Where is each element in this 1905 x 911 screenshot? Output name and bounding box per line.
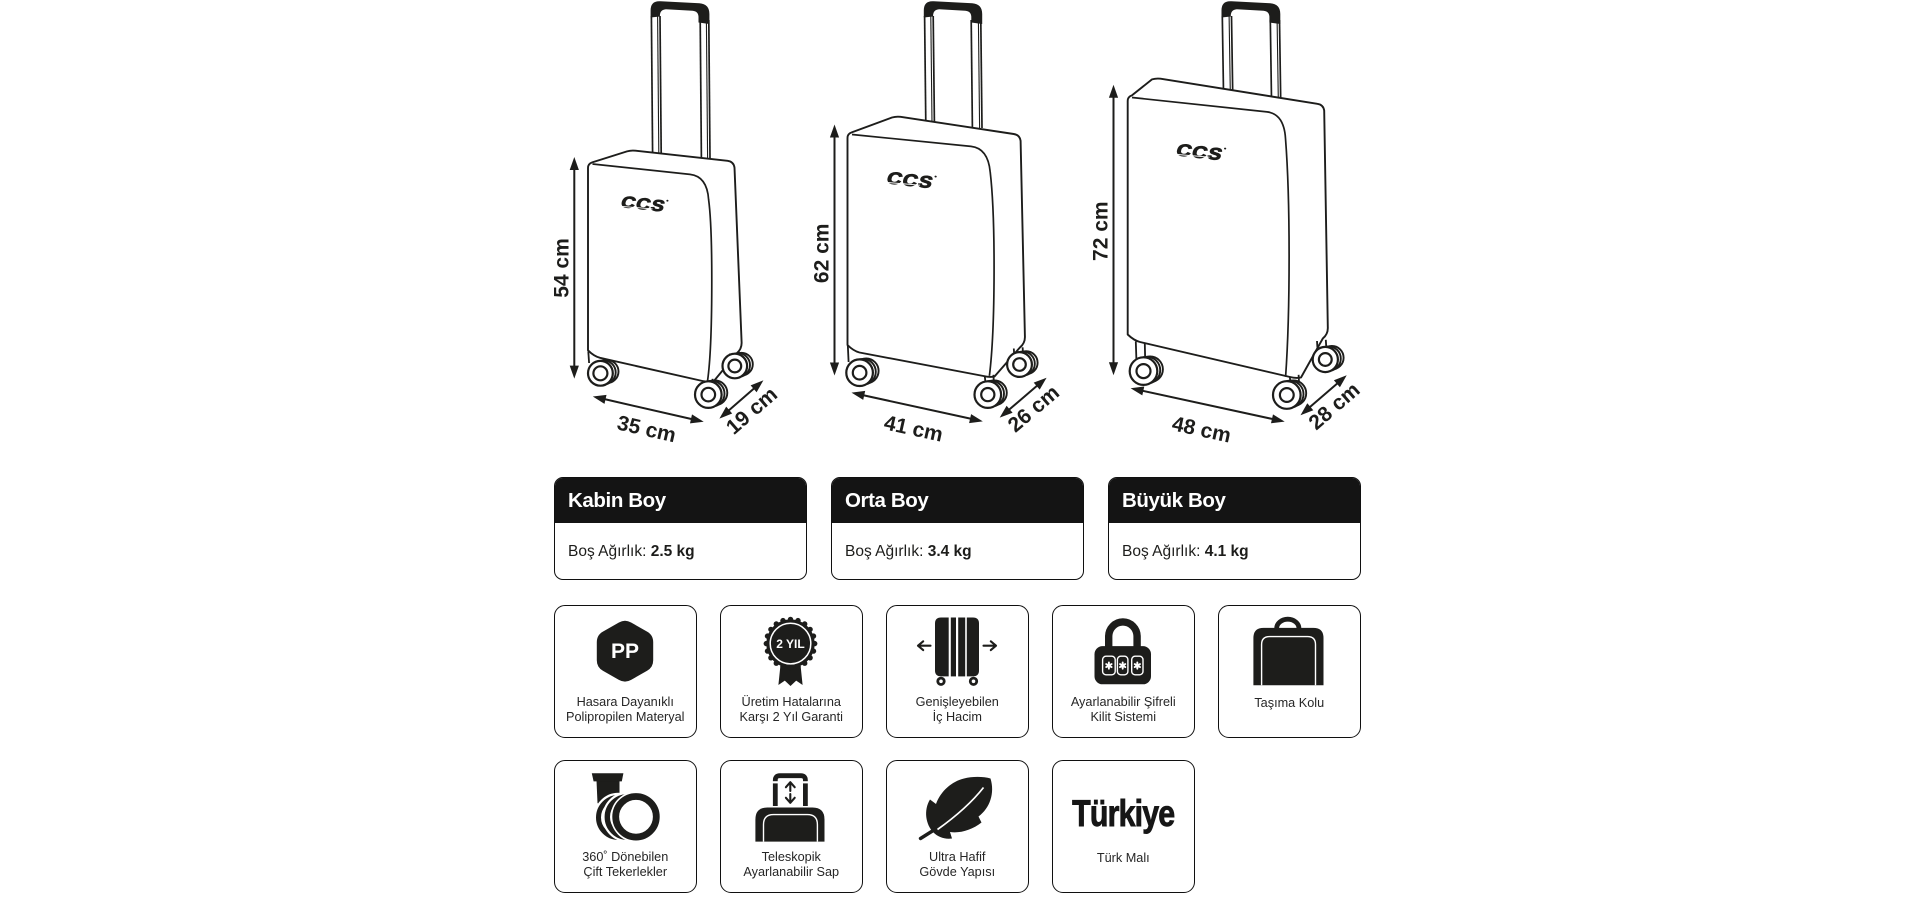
svg-text:62 cm: 62 cm [811, 224, 834, 284]
svg-text:CCS: CCS [884, 168, 936, 192]
svg-text:35 cm: 35 cm [615, 412, 678, 448]
svg-text:48 cm: 48 cm [1170, 412, 1233, 447]
svg-text:CCS: CCS [619, 193, 669, 215]
svg-text:2 YIL: 2 YIL [776, 637, 804, 651]
svg-text:54 cm: 54 cm [550, 238, 573, 298]
svg-text:PP: PP [611, 640, 639, 663]
svg-text:72 cm: 72 cm [1090, 201, 1113, 261]
svg-text:41 cm: 41 cm [882, 411, 945, 446]
